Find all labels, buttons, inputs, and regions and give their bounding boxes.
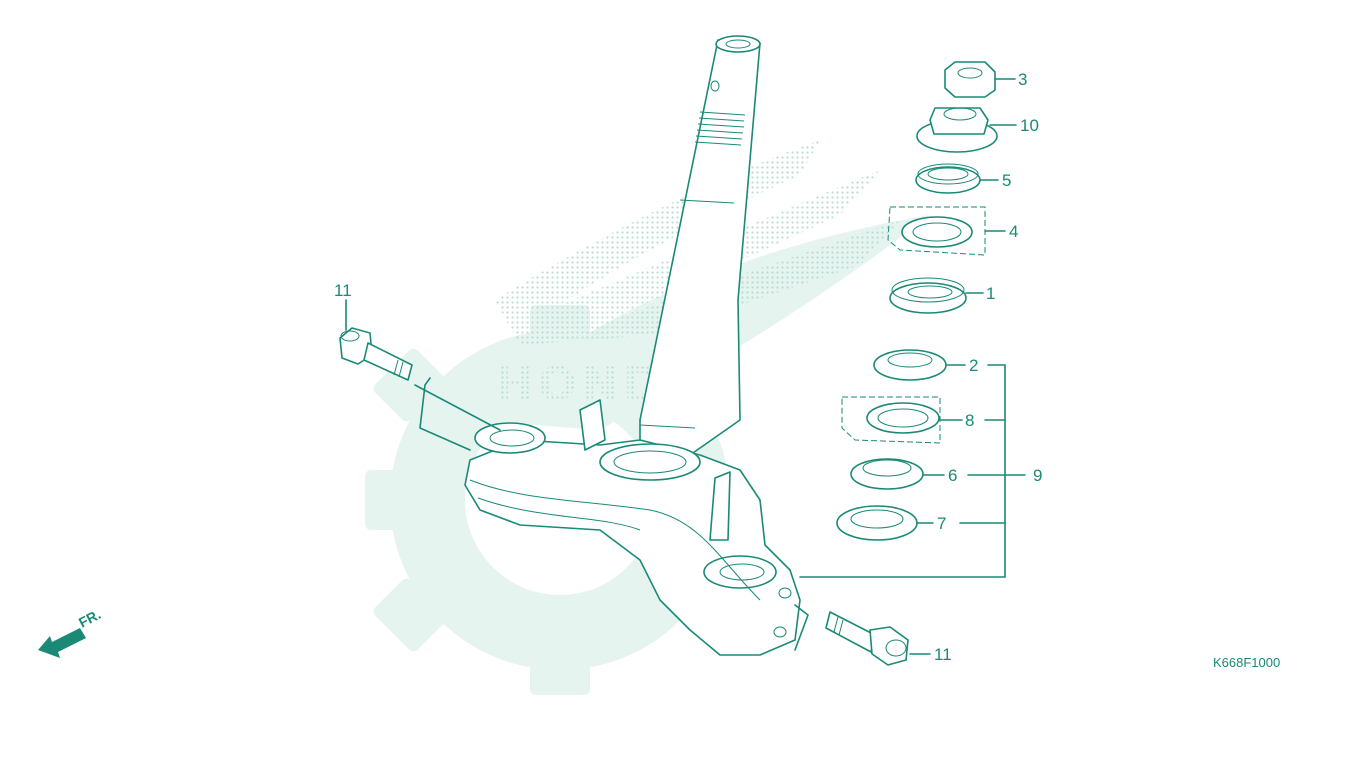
bolt-right: [825, 611, 909, 666]
steering-stem-assembly: [464, 35, 801, 656]
wing-dotted-icon: [495, 140, 900, 345]
callout-6: 6: [948, 466, 957, 485]
front-label: FR.: [76, 606, 103, 631]
callout-9: 9: [1033, 466, 1042, 485]
callout-10: 10: [1020, 116, 1039, 135]
callout-labels: 3 10 5 4 1 2 8 6 9 7 11 11: [334, 70, 1042, 664]
part-4-steel-ball-set: [887, 206, 986, 256]
callout-7: 7: [937, 514, 946, 533]
callout-2: 2: [969, 356, 978, 375]
callout-11-right: 11: [934, 645, 952, 664]
stem-thread: [694, 111, 746, 146]
part-6-bottom-cone-race: [850, 458, 924, 490]
callout-5: 5: [1002, 171, 1011, 190]
drawing-code: K668F1000: [1213, 655, 1280, 670]
front-direction-arrow: FR.: [38, 606, 103, 658]
part-3-lock-nut: [944, 61, 996, 98]
callout-3: 3: [1018, 70, 1027, 89]
part-10-adjusting-nut: [916, 107, 998, 153]
callout-4: 4: [1009, 222, 1018, 241]
part-8-steel-ball-set: [841, 396, 941, 444]
part-7-dust-seal: [836, 505, 918, 541]
callout-1: 1: [986, 284, 995, 303]
arrow-left-icon: [38, 628, 86, 658]
bolt-left: [339, 327, 413, 381]
callout-11-left: 11: [334, 281, 352, 300]
part-5-top-cone-race: [915, 163, 981, 194]
part-2-bottom-ball-race: [873, 349, 947, 381]
callout-8: 8: [965, 411, 974, 430]
leader-lines: [345, 78, 1026, 655]
part-1-top-ball-race: [889, 277, 967, 314]
